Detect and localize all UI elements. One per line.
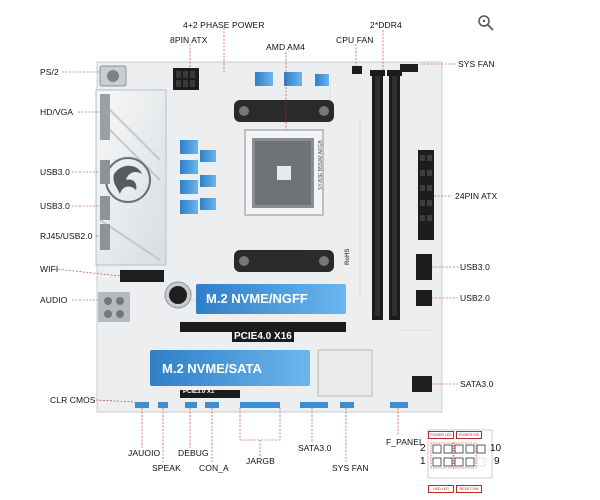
label-debug: DEBUG	[178, 448, 209, 458]
label-atx24: 24PIN ATX	[455, 191, 498, 201]
cpu-fan-header	[352, 66, 362, 74]
fpanel-tag-hdd-led: HDD LED	[428, 485, 454, 493]
label-speak: SPEAK	[152, 463, 181, 473]
m2-top-heatsink	[196, 284, 346, 314]
label-jaudio: JAUOIO	[128, 448, 161, 458]
pcie1-slot	[180, 390, 240, 398]
vrm-heatsinks	[180, 72, 329, 214]
label-usb30-a: USB3.0	[40, 167, 70, 177]
label-cpu-fan: CPU FAN	[336, 35, 374, 45]
label-phase-power: 4+2 PHASE POWER	[183, 20, 265, 30]
fpanel-pin-2: 2	[420, 443, 426, 454]
model-text: SY-B3E B550M ARGB	[318, 140, 324, 190]
label-sys-fan-top: SYS FAN	[458, 59, 495, 69]
fpanel-pin-1: 1	[420, 456, 426, 467]
fpanel-tag-reset-sw: RESET SW	[456, 485, 482, 493]
cpu-bracket-top	[234, 100, 334, 122]
label-clr-cmos: CLR CMOS	[50, 395, 96, 405]
label-usb30-b: USB3.0	[40, 201, 70, 211]
sys-fan-top-header	[400, 64, 418, 72]
rj45-port	[100, 224, 110, 250]
fpanel-tag-power-sw: POWER SW	[456, 431, 482, 439]
fpanel-pin-10: 10	[490, 443, 502, 454]
usb30-right-header	[416, 254, 432, 280]
usb-port-b	[100, 196, 110, 220]
label-ps2: PS/2	[40, 67, 59, 77]
label-usb30-right: USB3.0	[460, 262, 490, 272]
label-ddr4: 2*DDR4	[370, 20, 402, 30]
audio-block	[98, 292, 130, 322]
callout-lines	[54, 28, 458, 462]
chipset-heatsink	[317, 349, 373, 397]
label-f-panel: F_PANEL	[386, 437, 424, 447]
fpanel-diagram	[427, 429, 493, 479]
label-usb20-right: USB2.0	[460, 293, 490, 303]
label-sata30-right: SATA3.0	[460, 379, 494, 389]
label-sata30-bottom: SATA3.0	[298, 443, 332, 453]
search-lens-icon[interactable]	[477, 14, 495, 32]
label-audio: AUDIO	[40, 295, 68, 305]
label-con-a: CON_A	[199, 463, 229, 473]
label-jargb: JARGB	[246, 456, 275, 466]
label-rj45: RJ45/USB2.0	[40, 231, 93, 241]
usb-port-a	[100, 160, 110, 184]
pcie1-label: PCIE3.0 X1	[183, 389, 215, 395]
m2-top-label: M.2 NVME/NGFF	[206, 291, 308, 306]
label-sys-fan-bottom: SYS FAN	[332, 463, 369, 473]
label-wifi: WIFI	[40, 264, 59, 274]
fpanel-pin-9: 9	[494, 456, 500, 467]
usb20-right-header	[416, 290, 432, 306]
cpu-bracket-bottom	[234, 250, 334, 272]
m2-bottom-label: M.2 NVME/SATA	[162, 361, 262, 376]
pcie16-label: PCIE4.0 X16	[232, 331, 294, 342]
label-atx8: 8PIN ATX	[170, 35, 208, 45]
rohs-text: RoHS	[345, 248, 351, 265]
atx24-connector	[418, 150, 434, 240]
pcie16-slot	[180, 322, 346, 332]
m2-bottom-heatsink	[150, 350, 310, 386]
wifi-module	[120, 270, 164, 282]
label-hd-vga: HD/VGA	[40, 107, 74, 117]
bottom-headers	[135, 402, 408, 408]
hd-vga-port	[100, 94, 110, 140]
label-amd-am4: AMD AM4	[266, 42, 305, 52]
sata-right-port	[412, 376, 432, 392]
fpanel-tag-power-led: POWER LED	[428, 431, 454, 439]
